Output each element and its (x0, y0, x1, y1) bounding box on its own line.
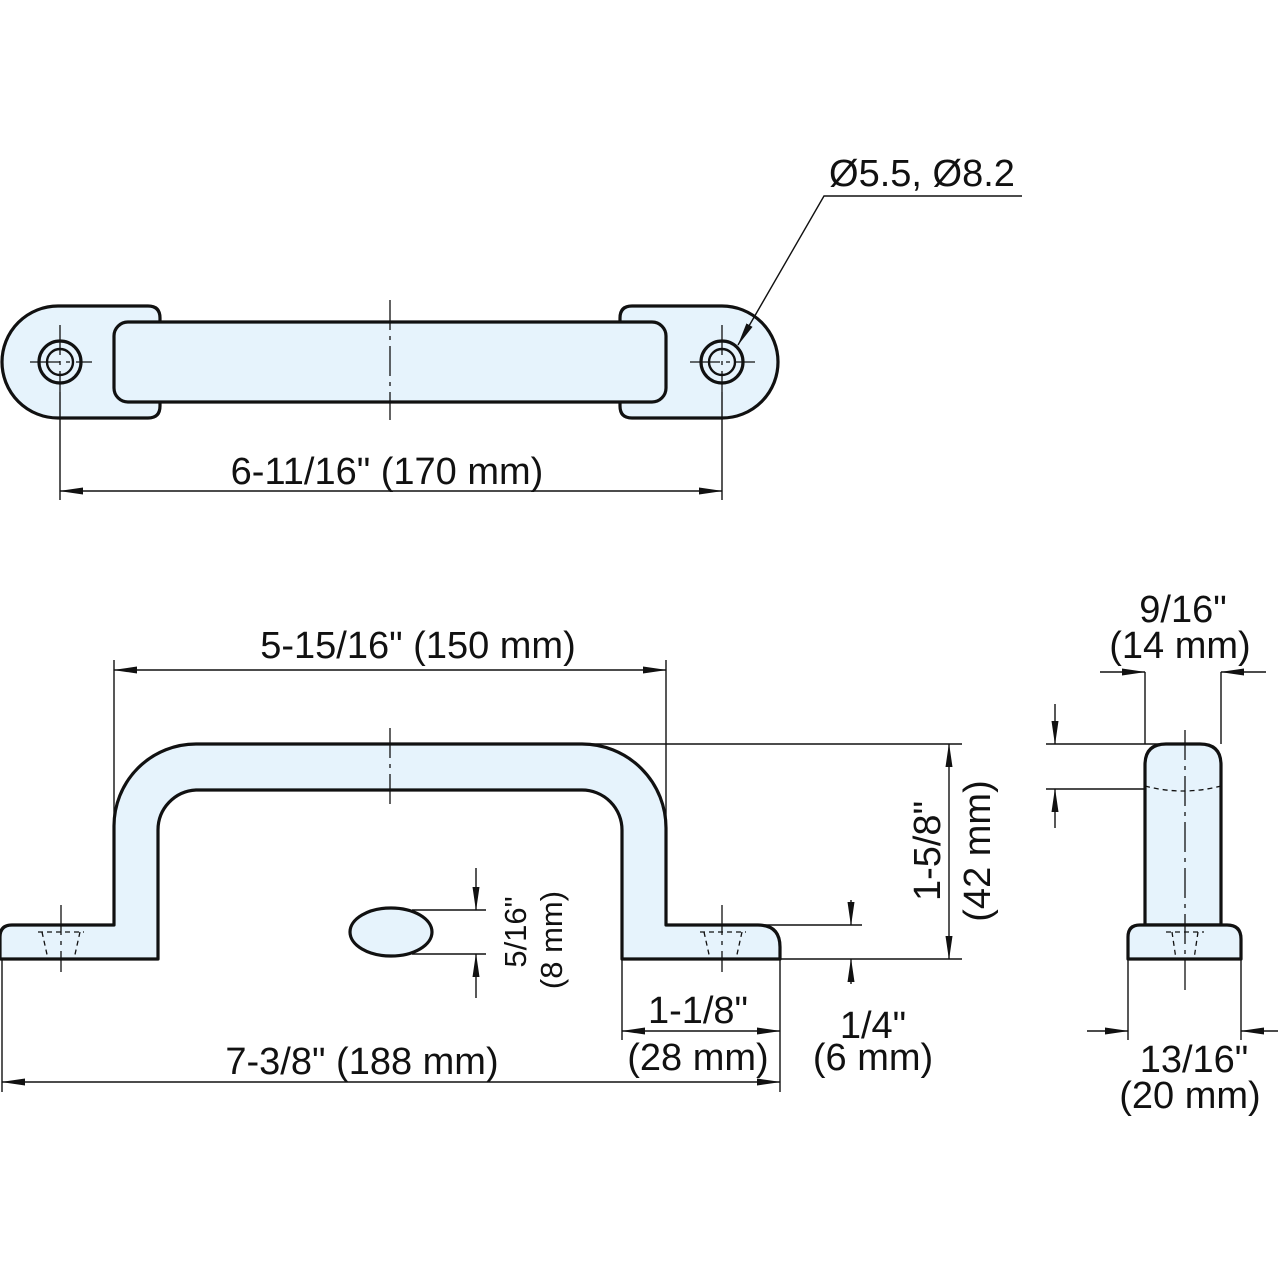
side-hidden-hole (1166, 931, 1204, 960)
side-grip-profile (1143, 742, 1223, 927)
right-foot-hidden-hole (700, 931, 746, 960)
grip-width-mm-label: (14 mm) (1109, 625, 1250, 667)
hole-callout-label: Ø5.5, Ø8.2 (829, 153, 1015, 195)
foot-thickness-inch-label: 1/4" (840, 1005, 906, 1047)
height-inch-label: 1-5/8" (907, 801, 949, 901)
grip-width-inch-label: 9/16" (1139, 589, 1226, 631)
inner-width-label: 5-15/16" (150 mm) (260, 625, 576, 667)
top-view: 6-11/16" (170 mm) Ø5.5, Ø8.2 (0, 153, 1022, 500)
front-view: 5-15/16" (150 mm) 7-3/8" (188 mm) 1-1/8"… (0, 625, 999, 1092)
hole-callout-leader (737, 195, 1022, 346)
section-mm-label: (8 mm) (534, 891, 569, 989)
side-view: 9/16" (14 mm) 13/16" (20 mm) (1046, 589, 1278, 1117)
base-width-inch-label: 13/16" (1140, 1039, 1249, 1081)
side-hidden-edge (1144, 785, 1222, 792)
foot-length-mm-label: (28 mm) (627, 1037, 768, 1079)
base-width-mm-label: (20 mm) (1119, 1075, 1260, 1117)
grip-cross-section (348, 906, 434, 958)
foot-thickness-mm-label: (6 mm) (813, 1037, 933, 1079)
height-mm-label: (42 mm) (957, 780, 999, 921)
left-foot-hidden-hole (38, 931, 84, 960)
overall-length-label: 7-3/8" (188 mm) (225, 1041, 498, 1083)
hole-spacing-label: 6-11/16" (170 mm) (231, 451, 544, 493)
section-inch-label: 5/16" (498, 896, 533, 967)
foot-length-inch-label: 1-1/8" (648, 990, 748, 1032)
